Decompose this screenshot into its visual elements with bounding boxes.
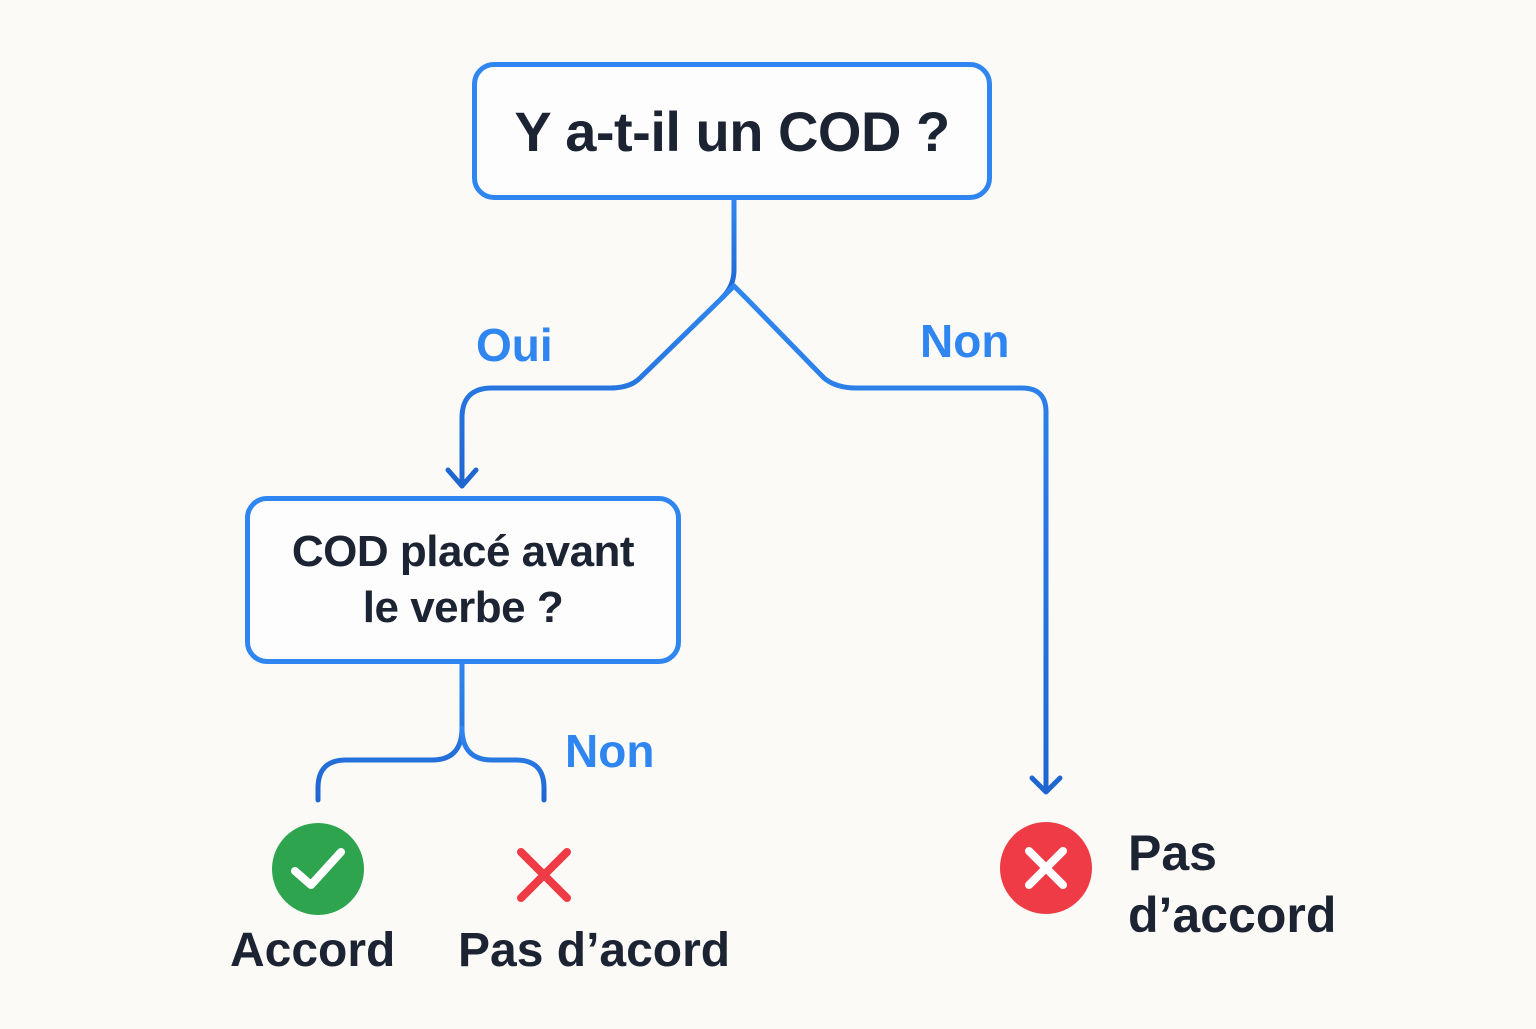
outcome-pas-accord-line1: Pas bbox=[1128, 825, 1217, 881]
x-circle-icon bbox=[1000, 822, 1092, 914]
non-branch-connector bbox=[731, 283, 1049, 793]
cross-icon bbox=[517, 848, 571, 902]
root-question-box: Y a-t-il un COD ? bbox=[472, 62, 992, 200]
root-question-text: Y a-t-il un COD ? bbox=[514, 99, 950, 163]
oui-label: Oui bbox=[476, 319, 553, 371]
root-stem-connector bbox=[719, 197, 737, 301]
check-icon bbox=[272, 823, 364, 915]
outcome-accord: Accord bbox=[230, 924, 396, 977]
second-question-line1: COD placé avant bbox=[291, 527, 635, 576]
oui-branch-connector bbox=[459, 283, 737, 489]
non-bottom-label: Non bbox=[565, 725, 655, 777]
second-question-text: COD placé avant le verbe ? bbox=[291, 524, 635, 636]
non-right-label: Non bbox=[920, 315, 1010, 367]
second-question-line2: le verbe ? bbox=[362, 583, 564, 632]
second-stem-connector bbox=[315, 661, 465, 803]
outcome-pas-accord-line2: d’accord bbox=[1128, 887, 1337, 943]
outcome-pas-acord: Pas d’acord bbox=[458, 924, 731, 977]
second-question-box: COD placé avant le verbe ? bbox=[245, 496, 681, 664]
non-arrowhead bbox=[1029, 775, 1063, 795]
second-right-connector bbox=[459, 725, 547, 803]
oui-arrowhead bbox=[445, 467, 479, 489]
outcome-pas-accord-right: Pas d’accord bbox=[1128, 822, 1336, 946]
